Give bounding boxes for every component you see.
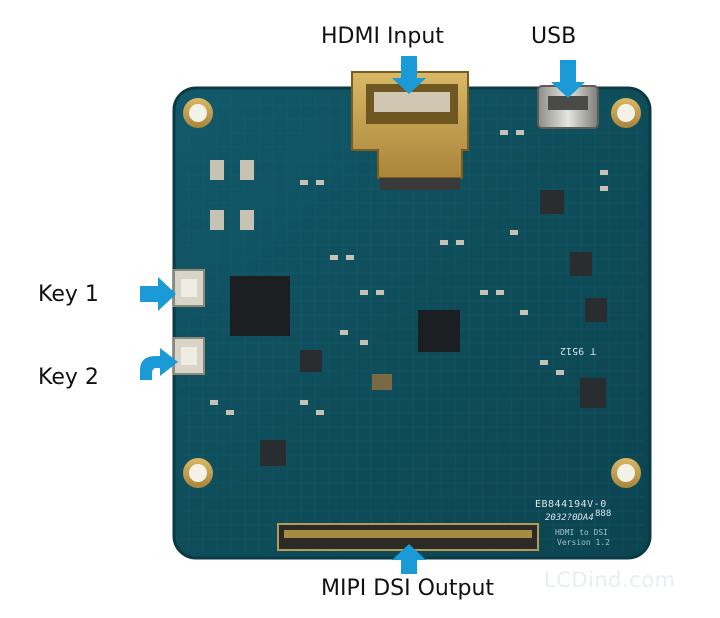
board-function-text: HDMI to DSI	[555, 528, 608, 537]
mipi-dsi-output-label: MIPI DSI Output	[321, 576, 495, 601]
mounting-holes	[183, 98, 641, 488]
hdmi-input-label: HDMI Input	[321, 24, 444, 49]
ic-chips	[230, 190, 607, 466]
key1-label: Key 1	[38, 282, 99, 307]
board-date-code: 2032?0DA4	[545, 513, 594, 523]
watermark-text: LCDind.com	[544, 568, 676, 592]
board-rotated-mark: T 9512	[560, 345, 597, 356]
arrow-usb-icon	[551, 60, 585, 98]
usb-label: USB	[531, 24, 577, 49]
passive-components	[210, 130, 608, 415]
board-mark: 888	[595, 509, 612, 519]
arrow-key2-icon	[140, 348, 178, 380]
board-version-text: Version 1.2	[557, 538, 610, 547]
arrow-hdmi-icon	[392, 56, 426, 94]
key2-label: Key 2	[38, 365, 99, 390]
arrow-key1-icon	[140, 277, 176, 311]
arrow-mipi-icon	[392, 544, 426, 574]
pcb-board	[172, 86, 652, 560]
key-buttons	[173, 269, 205, 375]
board-part-number: EB844194V-0	[535, 499, 607, 510]
